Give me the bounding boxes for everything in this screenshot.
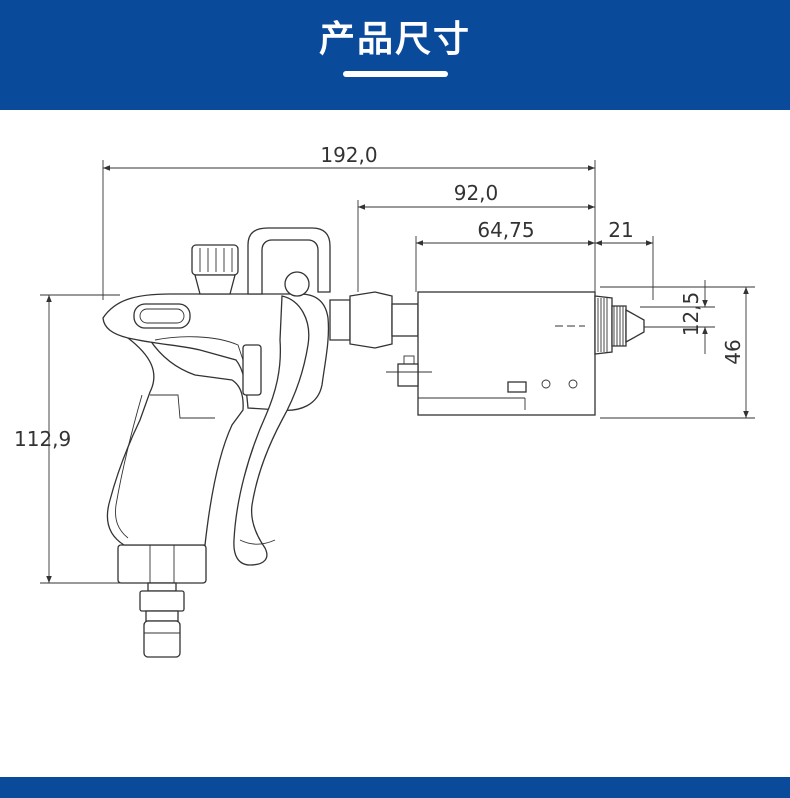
- nozzle: [594, 295, 645, 355]
- label-nozzle-diameter: 12,5: [679, 292, 703, 337]
- dimension-nozzle-length: 21: [595, 218, 654, 300]
- gun-neck: [329, 299, 351, 341]
- label-body-height: 46: [721, 339, 745, 364]
- title-underline: [343, 71, 448, 77]
- label-body-length: 64,75: [477, 218, 534, 242]
- page-title: 产品尺寸: [318, 19, 471, 60]
- ion-head-body: [386, 291, 596, 416]
- dimension-nozzle-diameter: 12,5: [640, 280, 715, 354]
- adjust-knob: [191, 244, 239, 295]
- label-total-height: 112,9: [14, 427, 71, 451]
- header-banner: 产品尺寸: [0, 0, 790, 110]
- gun-grip: [106, 337, 244, 546]
- dimension-total-length: 192,0: [102, 143, 596, 300]
- label-total-length: 192,0: [320, 143, 377, 167]
- footer-banner: [0, 777, 790, 798]
- label-head-to-tip: 92,0: [454, 181, 499, 205]
- ion-gun-drawing: [102, 227, 645, 658]
- air-connector: [117, 544, 207, 658]
- dimension-head-to-tip: 92,0: [357, 181, 595, 292]
- hanging-hook: [247, 227, 331, 295]
- trigger: [233, 295, 310, 566]
- label-nozzle-length: 21: [608, 218, 633, 242]
- dimension-total-height: 112,9: [14, 294, 130, 584]
- dimension-body-length: 64,75: [415, 218, 595, 292]
- dimension-body-height: 46: [600, 286, 755, 419]
